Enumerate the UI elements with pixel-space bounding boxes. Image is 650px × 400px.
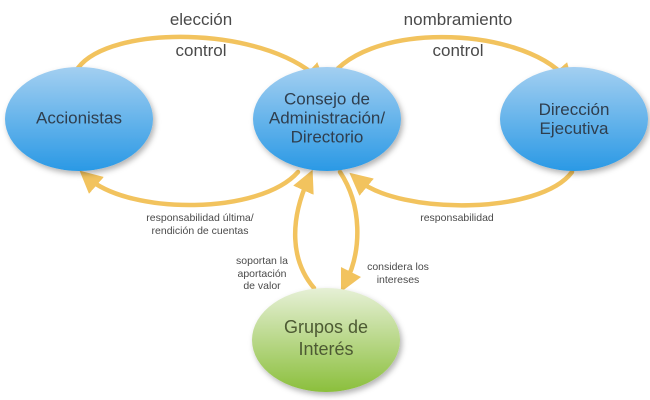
edge-label-control-right: control	[432, 41, 484, 60]
node-label: Dirección	[538, 100, 610, 119]
label-line: soportan la	[236, 255, 288, 267]
label-line: intereses	[376, 273, 420, 286]
label-line: de valor	[243, 280, 281, 292]
node-label: Administración/	[268, 108, 386, 128]
node-grupos: Grupos de Interés	[284, 316, 368, 360]
node-label: Ejecutiva	[539, 119, 609, 138]
arrow-responsabilidad	[349, 169, 575, 208]
node-direccion: Dirección Ejecutiva	[539, 100, 610, 138]
node-consejo: Consejo de Administración/ Directorio	[269, 90, 385, 147]
node-label: Consejo de	[283, 89, 370, 109]
edge-label-responsabilidad: responsabilidad	[420, 212, 494, 224]
edge-label-nombramiento: nombramiento	[403, 10, 513, 29]
label-line: rendición de cuentas	[151, 224, 249, 237]
node-label: Accionistas	[36, 108, 122, 128]
edge-label-eleccion: elección	[169, 10, 233, 29]
edge-label-control-left: control	[175, 41, 227, 60]
arrow-nombramiento	[323, 34, 574, 87]
label-line: aportación	[237, 267, 287, 280]
node-direccion-shape	[500, 67, 648, 171]
arrow-considera	[337, 169, 362, 293]
arrow-eleccion	[75, 34, 327, 86]
edge-label-responsabilidad-ultima: responsabilidad última/ rendición de cue…	[146, 212, 253, 237]
node-label: Grupos de	[283, 317, 369, 337]
node-grupos-shape	[252, 288, 400, 392]
arrow-responsabilidad-ultima	[79, 169, 301, 208]
node-label: Interés	[298, 339, 354, 359]
node-accionistas: Accionistas	[36, 109, 122, 128]
node-label: Directorio	[290, 127, 364, 147]
node-accionistas-shape	[5, 67, 153, 171]
label-line: considera los	[367, 261, 429, 273]
node-consejo-shape	[253, 67, 401, 171]
label-line: responsabilidad última/	[146, 212, 254, 224]
edge-label-considera: considera los intereses	[367, 261, 429, 286]
arrow-soportan	[292, 169, 317, 291]
edge-label-soportan: soportan la aportación de valor	[236, 255, 288, 293]
